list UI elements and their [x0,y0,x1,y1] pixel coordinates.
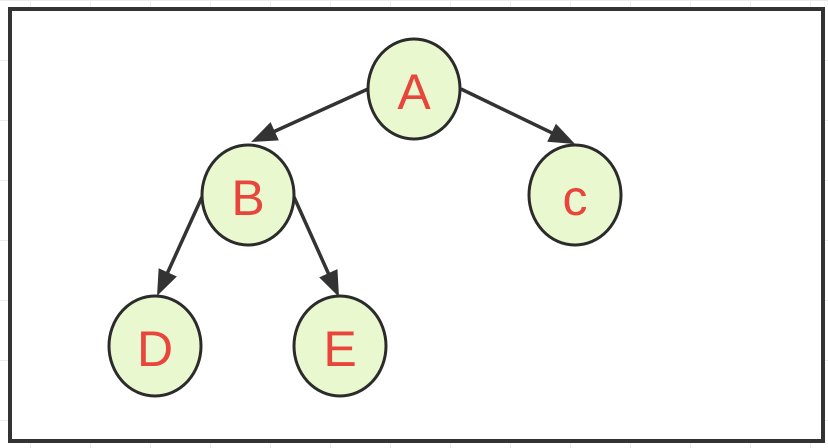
node-circle [200,143,296,247]
node-circle [107,294,203,398]
tree-node-c[interactable]: c [527,143,623,247]
tree-node-d[interactable]: D [107,294,203,398]
tree-node-b[interactable]: B [200,143,296,247]
edge-line [460,87,555,136]
node-circle [292,294,388,398]
edge-line [292,196,331,276]
edge-b-e [292,196,339,297]
node-circle [366,37,462,141]
edge-a-b [251,87,369,142]
arrowhead-icon [319,269,339,297]
tree-node-e[interactable]: E [292,294,388,398]
node-label: c [563,170,588,226]
node-circle [527,143,623,247]
arrowhead-icon [547,123,575,144]
arrowhead-icon [157,268,177,296]
arrowhead-icon [251,122,279,142]
edge-line [165,196,204,275]
edge-b-d [157,196,204,296]
node-label: E [323,321,356,377]
edge-a-c [460,87,575,144]
node-label: D [137,321,173,377]
tree-node-a[interactable]: A [366,37,462,141]
edge-line [272,87,369,134]
edges-layer [157,87,575,297]
node-label: A [397,64,431,120]
node-label: B [231,170,264,226]
